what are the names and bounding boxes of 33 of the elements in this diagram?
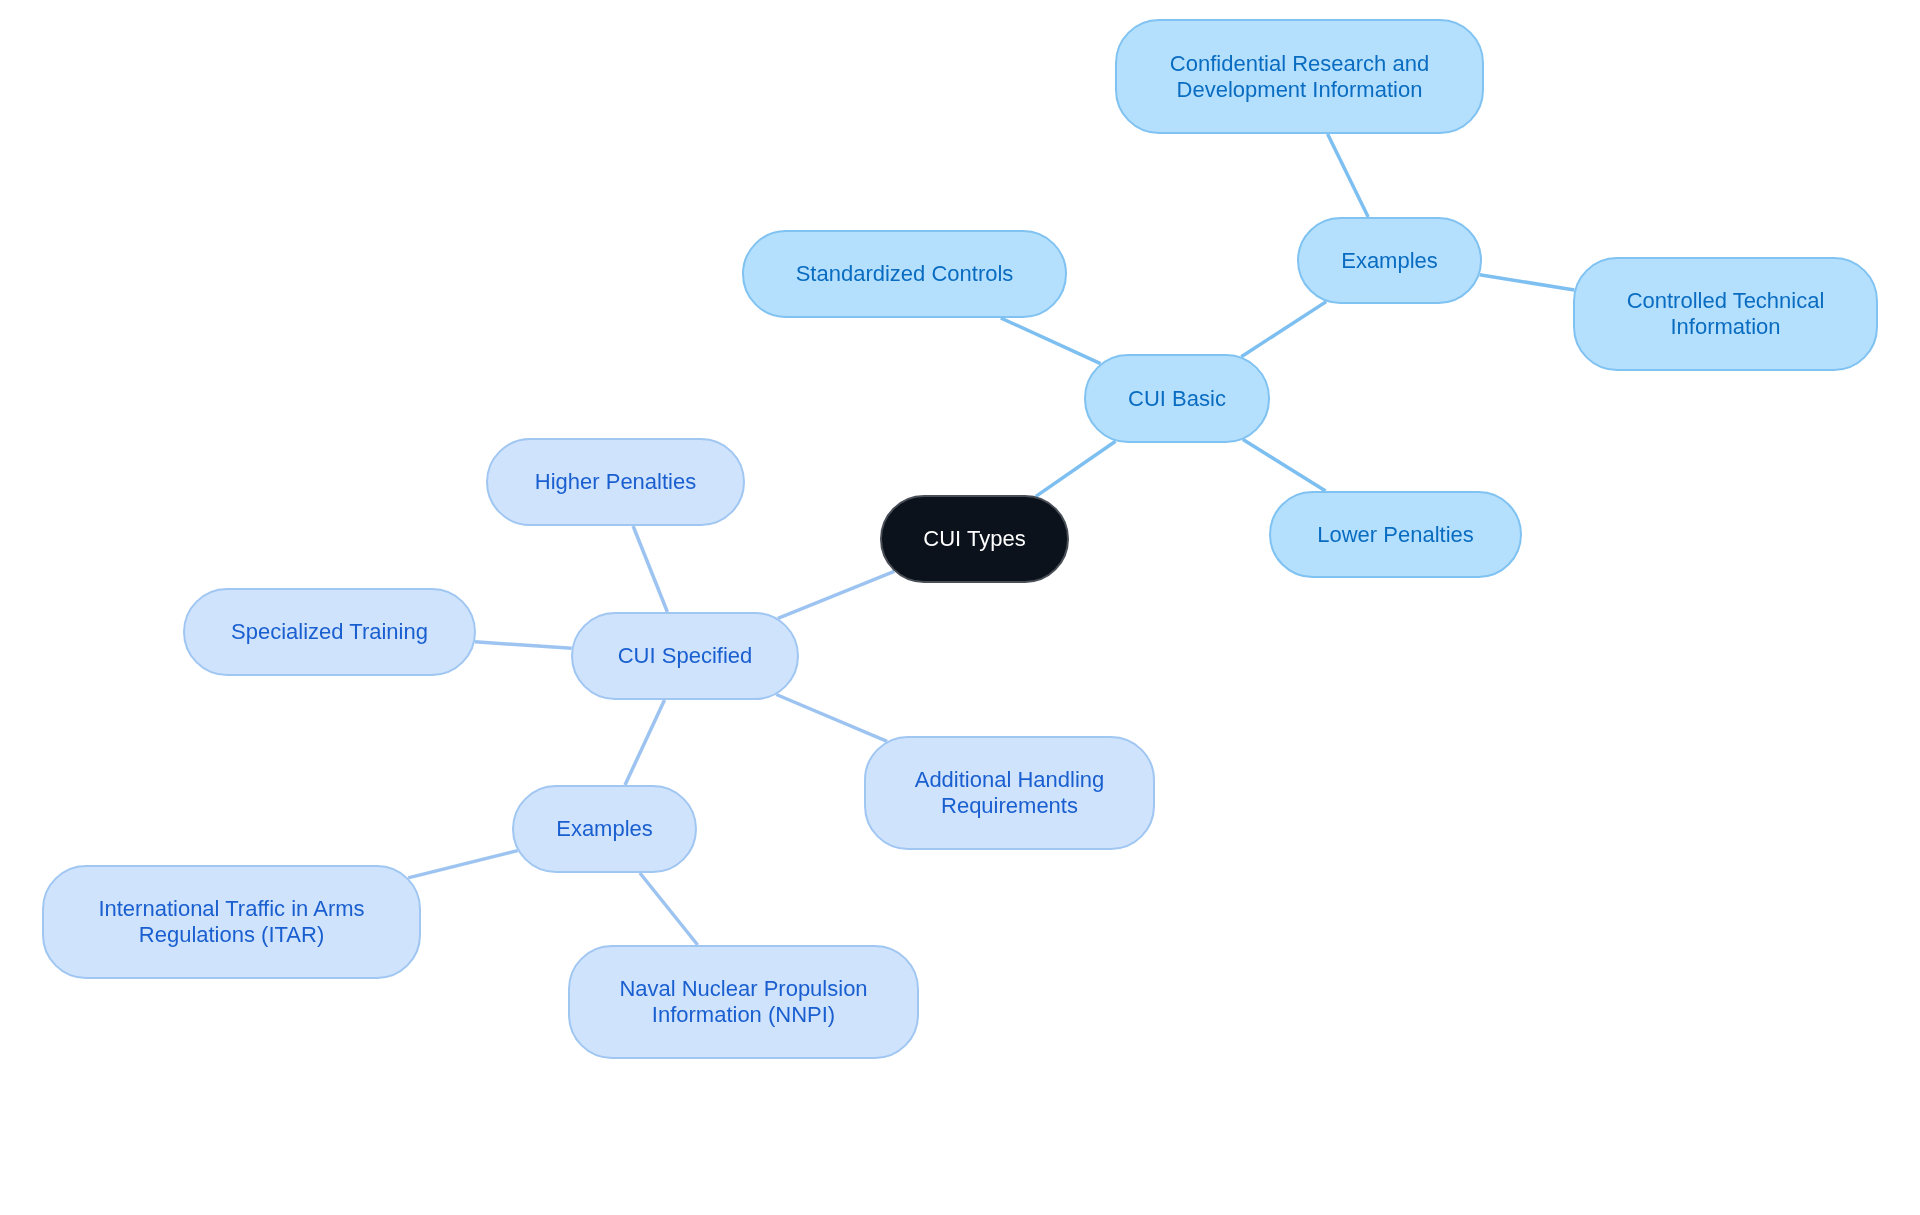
- node-label: Higher Penalties: [534, 469, 697, 495]
- connector-line: [1326, 133, 1370, 218]
- topic-node: [864, 736, 1155, 850]
- connector-line: [407, 848, 519, 880]
- connector-line: [1479, 273, 1575, 292]
- connector-line: [775, 692, 888, 743]
- topic-node: [42, 865, 421, 979]
- node-label: CUI Specified: [617, 643, 753, 669]
- connector-line: [1240, 300, 1328, 359]
- node-label: Naval Nuclear Propulsion Information (NNPI): [618, 976, 869, 1028]
- node-label: Specialized Training: [231, 619, 428, 645]
- node-label: Confidential Research and Development Information: [1168, 50, 1431, 103]
- node-label: Additional Handling Requirements: [913, 767, 1106, 819]
- connector-line: [474, 640, 572, 651]
- connector-line: [623, 699, 667, 786]
- connector-line: [777, 569, 895, 621]
- node-label: Examples: [556, 816, 653, 842]
- topic-node: [568, 945, 919, 1059]
- node-label: Examples: [1341, 247, 1438, 274]
- node-label: Lower Penalties: [1317, 521, 1474, 548]
- connector-line: [1242, 438, 1327, 493]
- node-label: CUI Types: [923, 526, 1026, 552]
- connector-line: [631, 525, 670, 613]
- connector-line: [1000, 316, 1102, 366]
- node-label: Controlled Technical Information: [1625, 288, 1826, 340]
- connector-line: [1034, 439, 1117, 498]
- node-label: International Traffic in Arms Regulations (ITAR): [97, 896, 366, 948]
- root-topic-node: [880, 495, 1069, 583]
- topic-node: [1573, 257, 1878, 371]
- topic-node: [1115, 19, 1484, 134]
- node-label: Standardized Controls: [795, 261, 1014, 287]
- connector-line: [638, 871, 700, 947]
- node-label: CUI Basic: [1128, 385, 1226, 412]
